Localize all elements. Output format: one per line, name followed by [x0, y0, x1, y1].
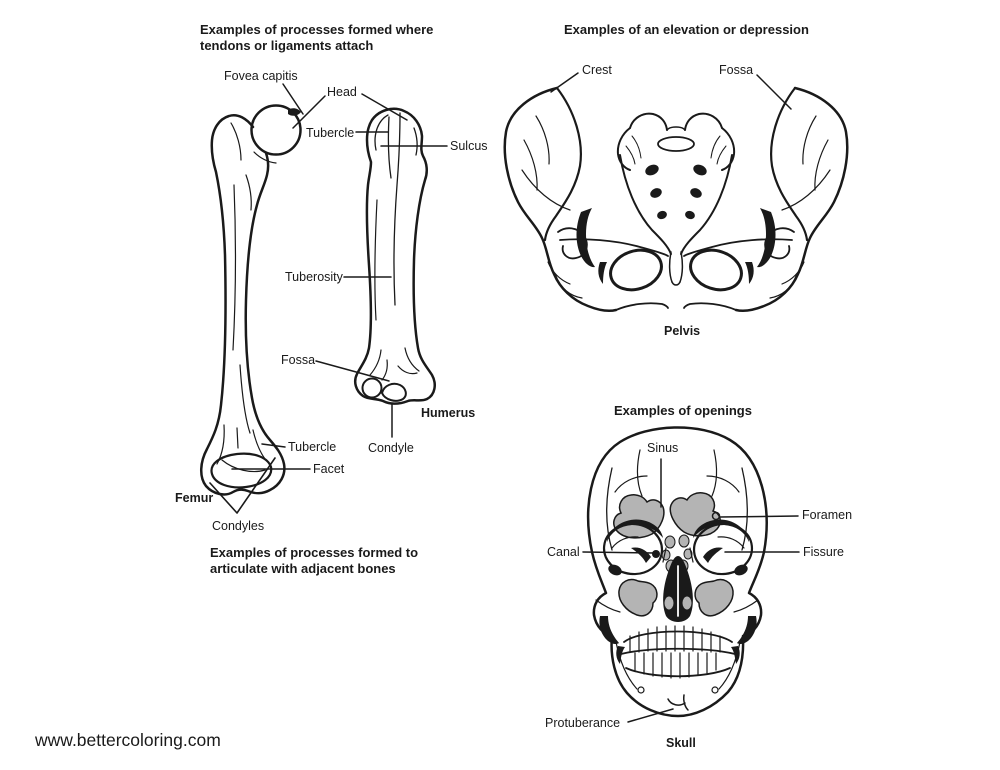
articulate-caption-line1: Examples of processes formed to — [210, 545, 419, 560]
label-sinus: Sinus — [647, 441, 679, 455]
label-fissure: Fissure — [803, 545, 844, 559]
pelvis-label: Pelvis — [664, 324, 701, 338]
attachment-heading-line1: Examples of processes formed where — [200, 22, 434, 37]
pelvis-illustration — [503, 86, 849, 313]
leader-fossa-pelvis — [756, 74, 792, 110]
skull-illustration — [586, 426, 768, 718]
label-protuberance: Protuberance — [545, 716, 621, 730]
label-canal: Canal — [547, 545, 580, 559]
openings-heading: Examples of openings — [614, 403, 752, 418]
humerus-illustration — [354, 107, 436, 405]
orbital-fissure-mark — [703, 547, 723, 563]
attachment-heading-line2: tendons or ligaments attach — [200, 38, 374, 53]
teeth-separators — [629, 625, 721, 679]
maxillary-sinus-left — [618, 578, 658, 617]
site-watermark: www.bettercoloring.com — [35, 730, 221, 750]
leader-protuberance — [627, 708, 674, 723]
label-facet: Facet — [313, 462, 345, 476]
label-tubercle-femur: Tubercle — [288, 440, 337, 454]
label-condyle: Condyle — [368, 441, 414, 455]
leader-lines — [209, 72, 800, 723]
leader-fovea-capitis — [282, 83, 304, 115]
label-tubercle-humerus: Tubercle — [306, 126, 355, 140]
label-crest: Crest — [582, 63, 612, 77]
label-fossa-humerus: Fossa — [281, 353, 316, 367]
label-condyles: Condyles — [212, 519, 265, 533]
humerus-label: Humerus — [421, 406, 476, 420]
label-head: Head — [327, 85, 357, 99]
leader-fossa-humerus — [315, 360, 390, 382]
elevation-heading: Examples of an elevation or depression — [564, 22, 809, 37]
femur-illustration — [200, 104, 302, 496]
leader-canal — [582, 551, 656, 554]
supraorbital-foramen-mark — [711, 511, 721, 521]
femur-label: Femur — [175, 491, 214, 505]
optic-canal-mark — [652, 550, 660, 558]
fovea-capitis-notch — [288, 108, 301, 116]
leader-tubercle-femur — [261, 443, 286, 448]
leader-crest — [550, 72, 579, 93]
label-sulcus: Sulcus — [450, 139, 488, 153]
label-fovea-capitis: Fovea capitis — [224, 69, 298, 83]
skull-label: Skull — [666, 736, 696, 750]
maxillary-sinus-right — [694, 578, 734, 617]
leader-head-femur — [292, 95, 326, 129]
leader-head-humerus — [361, 93, 408, 121]
leader-foramen — [719, 515, 799, 518]
obturator-foramen-right — [689, 248, 743, 292]
obturator-foramen-left — [609, 248, 663, 292]
leader-condyles — [209, 457, 276, 514]
label-tuberosity: Tuberosity — [285, 270, 343, 284]
label-foramen: Foramen — [802, 508, 853, 522]
articulate-caption-line2: articulate with adjacent bones — [210, 561, 396, 576]
label-fossa-pelvis: Fossa — [719, 63, 754, 77]
femur-facet-outline — [210, 452, 273, 489]
